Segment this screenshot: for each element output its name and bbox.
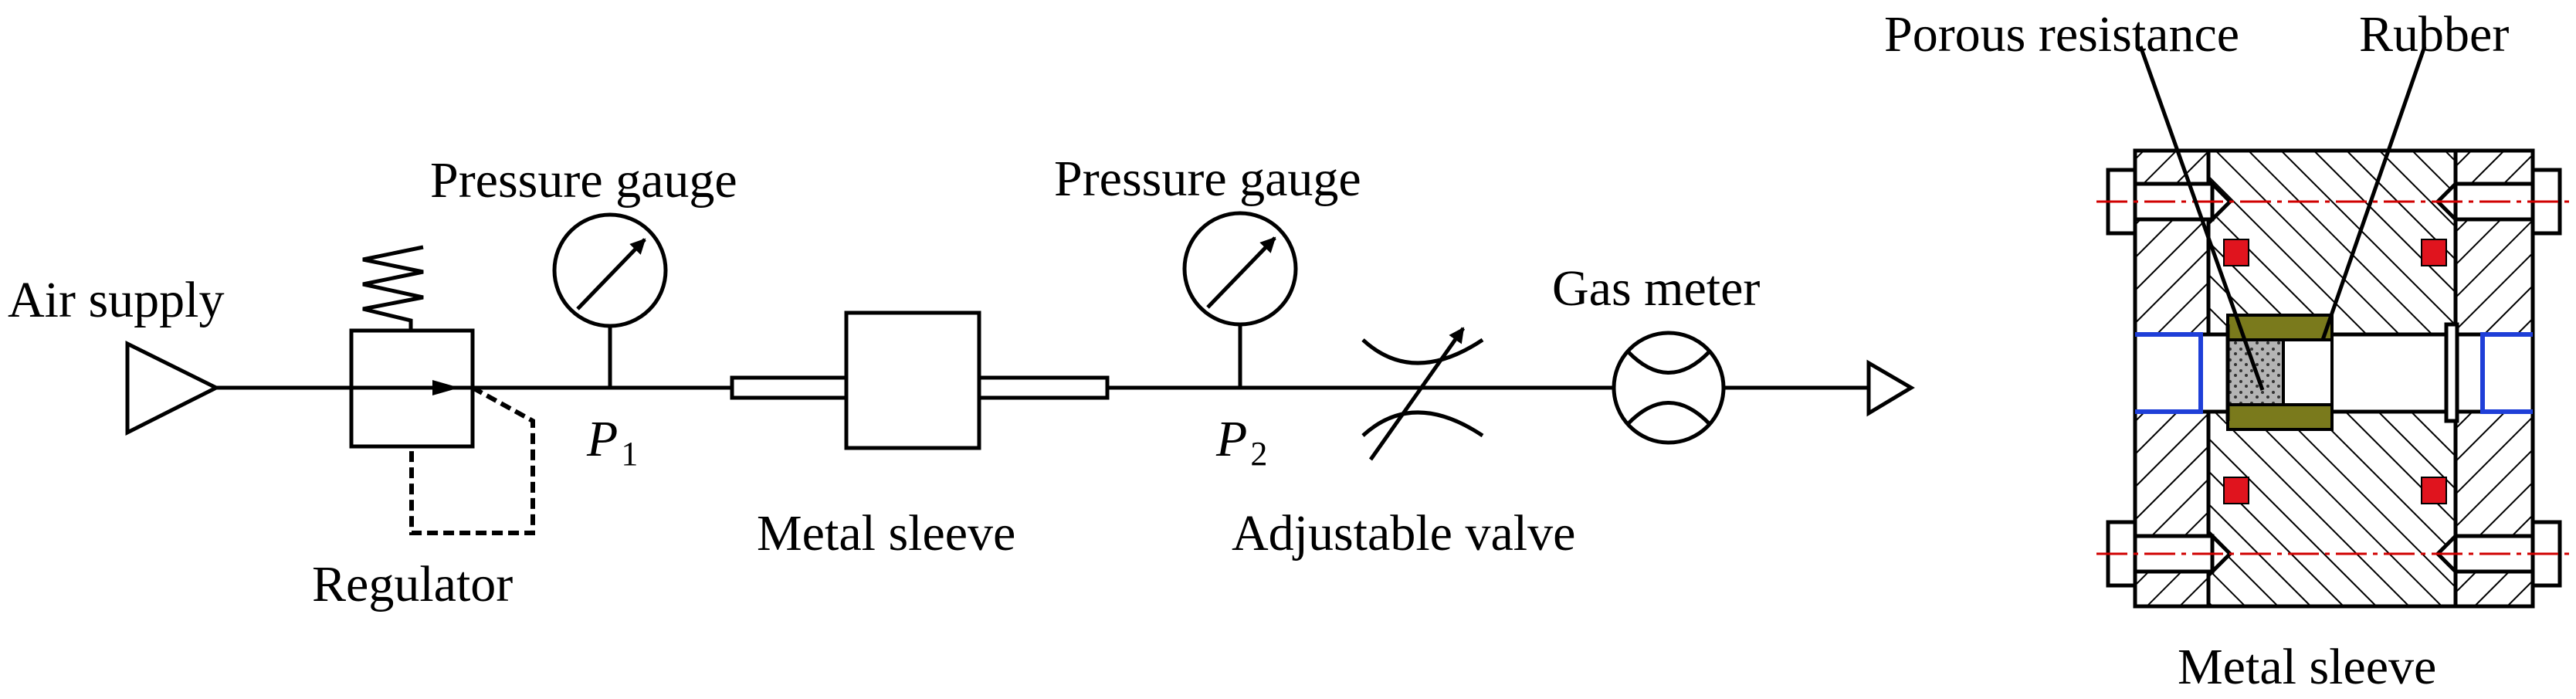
regulator-label: Regulator	[312, 556, 513, 612]
pressure-gauge-1-label: Pressure gauge	[430, 152, 737, 209]
air-supply-symbol	[125, 340, 221, 436]
air-supply-label: Air supply	[8, 272, 225, 328]
regulator-symbol	[349, 245, 535, 535]
seal-rings	[2223, 239, 2447, 504]
p1-label: P1	[586, 411, 638, 473]
metal-sleeve-symbol	[730, 310, 1110, 450]
gas-meter-label: Gas meter	[1552, 260, 1760, 317]
p2-label: P2	[1215, 411, 1267, 473]
gas-meter-symbol	[1612, 331, 1726, 445]
adjustable-valve-label: Adjustable valve	[1232, 505, 1575, 562]
porous-resistance	[2226, 338, 2285, 406]
porous-resistance-label: Porous resistance	[1884, 6, 2239, 63]
rubber-label: Rubber	[2359, 6, 2509, 63]
metal-sleeve-label: Metal sleeve	[757, 505, 1015, 562]
pressure-gauge-2	[1182, 211, 1298, 388]
adjustable-valve-symbol	[1361, 327, 1484, 461]
pressure-gauge-1	[552, 212, 668, 388]
metal-sleeve-section-view	[2096, 46, 2571, 609]
section-caption: Metal sleeve	[2178, 639, 2436, 695]
pressure-gauge-2-label: Pressure gauge	[1054, 151, 1361, 207]
outlet-symbol	[1866, 359, 1915, 417]
